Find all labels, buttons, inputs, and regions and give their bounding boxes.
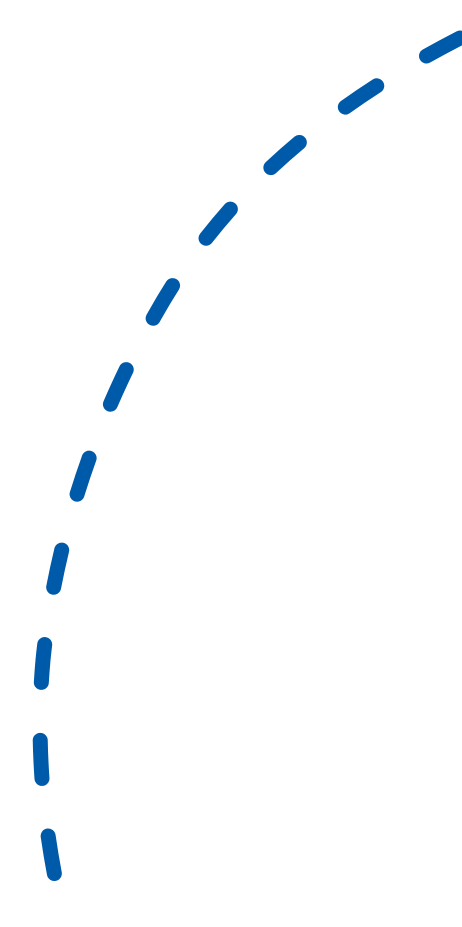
dashed-arc	[32, 30, 462, 927]
